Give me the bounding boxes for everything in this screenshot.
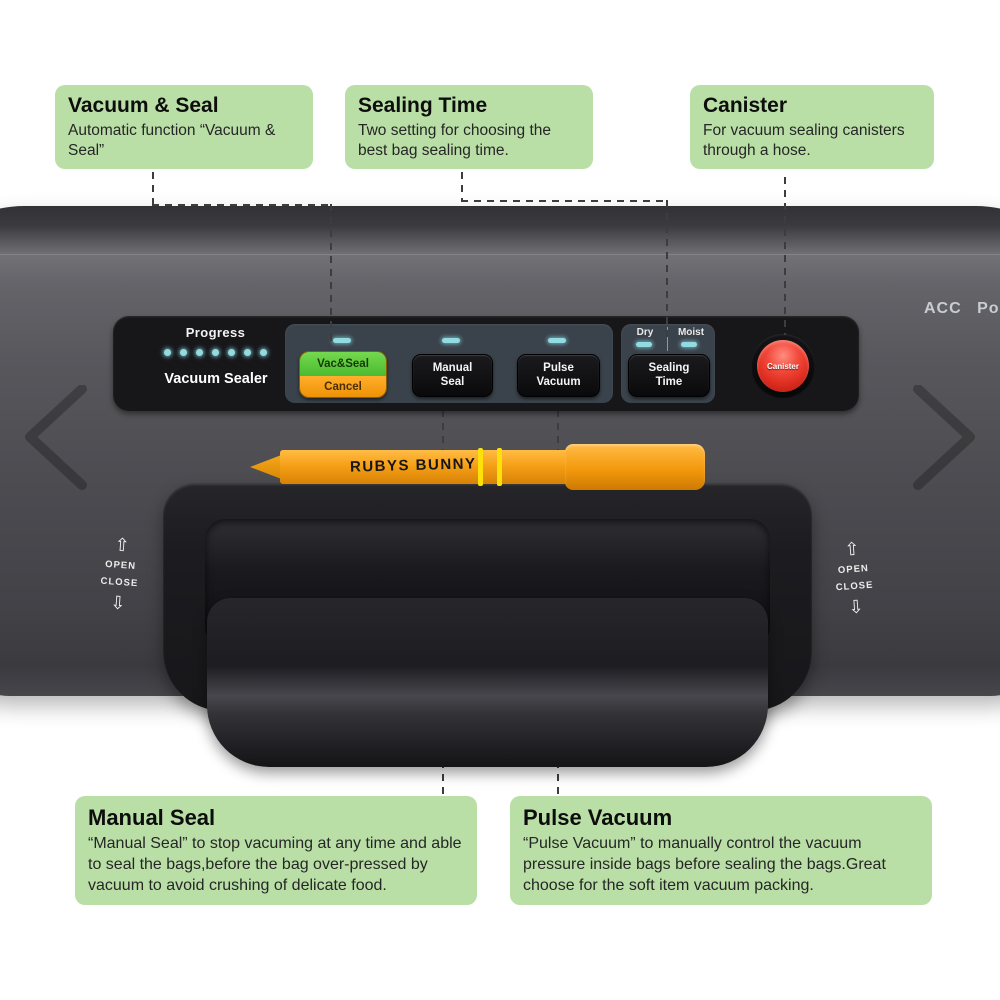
- progress-led: [228, 349, 235, 356]
- progress-leds: [153, 349, 278, 356]
- vac-seal-cancel-button[interactable]: Vac&Seal Cancel: [299, 351, 387, 398]
- dry-mode-label: Dry: [636, 327, 654, 338]
- pen-body: [280, 450, 615, 484]
- callout-pulse-vacuum: Pulse Vacuum “Pulse Vacuum” to manually …: [510, 796, 932, 906]
- callout-title: Sealing Time: [358, 94, 488, 117]
- progress-led: [244, 349, 251, 356]
- vac-seal-label: Vac&Seal: [300, 352, 386, 377]
- manual-seal-led: [442, 338, 460, 343]
- progress-led: [164, 349, 171, 356]
- leader-line-sealing-time-h: [461, 200, 668, 202]
- acc-port-label: ACC Port: [924, 300, 1000, 317]
- pulse-vacuum-label-line2: Vacuum: [536, 375, 581, 388]
- progress-led: [212, 349, 219, 356]
- sealing-time-group: Dry Moist Sealing Time: [621, 324, 715, 403]
- sealing-time-label-line1: Sealing: [648, 361, 690, 374]
- leader-line-sealing-time-v2: [666, 200, 668, 338]
- callout-title: Pulse Vacuum: [523, 805, 673, 830]
- sealing-time-button[interactable]: Sealing Time: [628, 354, 710, 397]
- open-label: OPEN: [104, 558, 137, 573]
- manual-seal-label-line1: Manual: [432, 361, 473, 374]
- leader-line-vac-seal-h: [152, 204, 332, 206]
- callout-title: Vacuum & Seal: [68, 94, 219, 117]
- callout-canister: Canister For vacuum sealing canisters th…: [690, 85, 934, 170]
- arrow-up-icon: ⇧: [113, 534, 131, 556]
- decorative-chevron-right-icon: [913, 385, 975, 490]
- cancel-label: Cancel: [300, 376, 386, 397]
- leader-line-vac-seal-v1: [152, 172, 154, 206]
- canister-button-face: Canister: [757, 340, 809, 392]
- leader-line-canister: [784, 177, 786, 335]
- progress-label: Progress: [185, 325, 246, 340]
- vac-seal-led: [333, 338, 351, 343]
- decorative-chevron-left-icon: [25, 385, 87, 490]
- manual-seal-label-line2: Seal: [440, 375, 465, 388]
- pulse-vacuum-button[interactable]: Pulse Vacuum: [517, 354, 600, 397]
- pulse-vacuum-label-line1: Pulse: [543, 361, 574, 374]
- callout-sealing-time: Sealing Time Two setting for choosing th…: [345, 85, 593, 170]
- pulse-vacuum-led: [548, 338, 566, 343]
- moist-mode-led: [681, 342, 697, 347]
- progress-led: [260, 349, 267, 356]
- progress-led: [180, 349, 187, 356]
- marker-pen: RUBYS BUNNY: [250, 444, 705, 490]
- close-label: CLOSE: [100, 575, 139, 590]
- pen-ring: [478, 448, 483, 486]
- callout-title: Canister: [703, 94, 788, 117]
- callout-body: For vacuum sealing canisters through a h…: [703, 122, 905, 159]
- canister-button[interactable]: Canister: [751, 334, 815, 398]
- lid-handle-grip: [207, 598, 768, 767]
- open-label: OPEN: [837, 562, 870, 577]
- close-label: CLOSE: [835, 579, 874, 594]
- main-button-group: Vac&Seal Cancel Manual Seal Pulse Vacuum: [285, 324, 613, 403]
- latch-left: ⇧ OPEN CLOSE ⇩: [91, 534, 148, 614]
- canister-button-label: Canister: [766, 361, 799, 371]
- sealing-time-label-line2: Time: [655, 375, 683, 388]
- brand-label: Vacuum Sealer: [164, 371, 268, 387]
- pen-brand-text: RUBYS BUNNY: [349, 455, 477, 476]
- progress-led: [196, 349, 203, 356]
- manual-seal-button[interactable]: Manual Seal: [412, 354, 493, 397]
- moist-mode-label: Moist: [677, 327, 705, 338]
- control-panel: Progress Vacuum Sealer Vac&Seal Cancel M…: [113, 316, 859, 411]
- arrow-up-icon: ⇧: [843, 538, 861, 560]
- pen-clip: [565, 444, 705, 490]
- leader-line-sealing-time-v1: [461, 172, 463, 202]
- machine-seam-line: [0, 254, 1000, 255]
- pen-ring: [497, 448, 502, 486]
- callout-body: Automatic function “Vacuum & Seal”: [68, 122, 276, 159]
- leader-line-vac-seal-v2: [330, 204, 332, 348]
- dry-mode-led: [636, 342, 652, 347]
- callout-body: “Pulse Vacuum” to manually control the v…: [523, 835, 886, 894]
- latch-right: ⇧ OPEN CLOSE ⇩: [825, 538, 882, 618]
- callout-body: “Manual Seal” to stop vacuming at any ti…: [88, 835, 462, 894]
- arrow-down-icon: ⇩: [847, 596, 865, 618]
- pen-tip: [250, 454, 284, 480]
- callout-vacuum-seal: Vacuum & Seal Automatic function “Vacuum…: [55, 85, 313, 170]
- callout-manual-seal: Manual Seal “Manual Seal” to stop vacumi…: [75, 796, 477, 906]
- mode-divider: [667, 327, 668, 351]
- callout-body: Two setting for choosing the best bag se…: [358, 122, 552, 159]
- callout-title: Manual Seal: [88, 805, 216, 830]
- arrow-down-icon: ⇩: [109, 592, 127, 614]
